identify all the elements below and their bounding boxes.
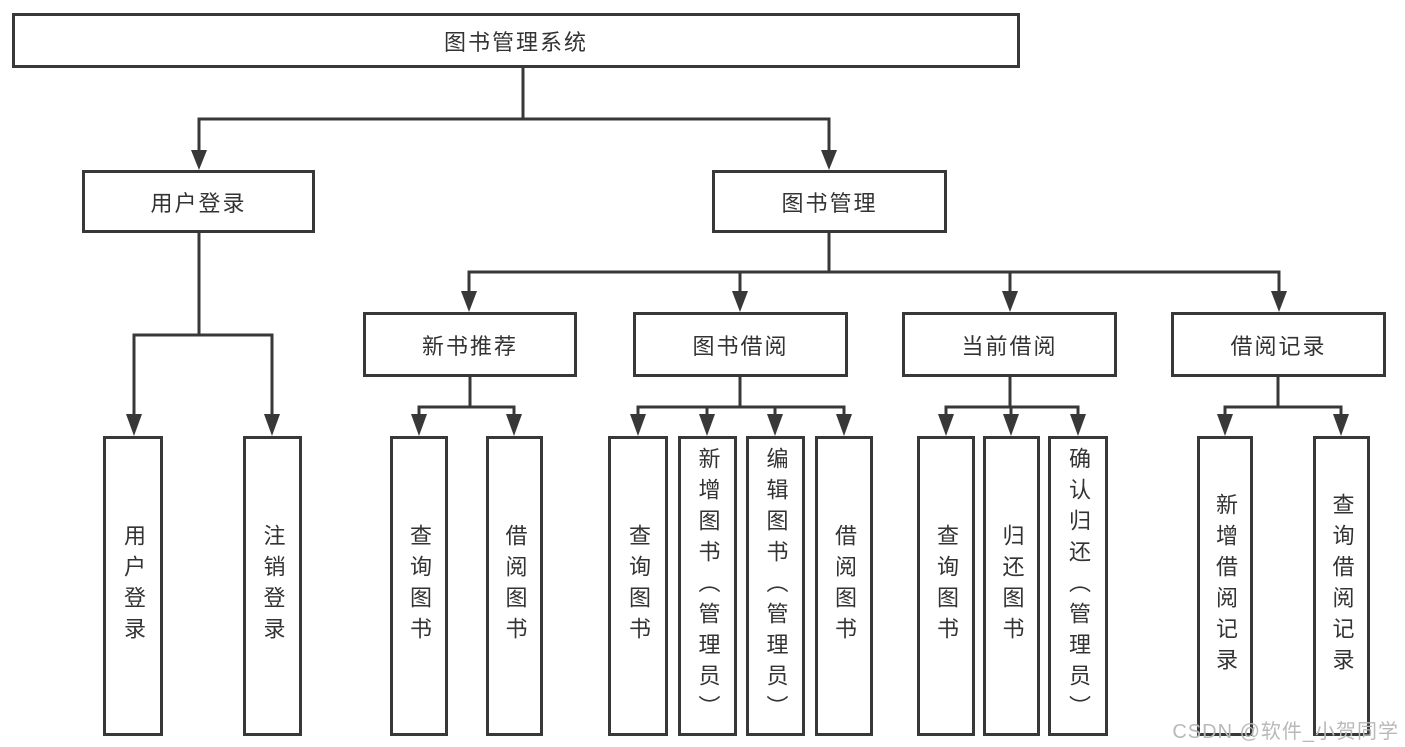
leaf-edit-books-admin: 编辑图书（管理员） [746, 436, 805, 736]
leaf-return-books: 归还图书 [983, 436, 1040, 736]
leaf-label: 查询借阅记录 [1329, 493, 1355, 679]
leaf-label: 编辑图书（管理员） [763, 446, 789, 726]
csdn-watermark: CSDN @软件_小贺同学 [1172, 721, 1399, 743]
leaf-label: 确认归还（管理员） [1066, 446, 1091, 726]
leaf-confirm-return-admin: 确认归还（管理员） [1048, 436, 1108, 736]
leaf-query-books-recommend: 查询图书 [390, 436, 448, 736]
leaf-logout: 注销登录 [243, 436, 302, 736]
leaf-label: 新增借阅记录 [1213, 493, 1238, 679]
leaf-add-books-admin: 新增图书（管理员） [678, 436, 737, 736]
leaf-label: 新增图书（管理员） [695, 446, 721, 726]
leaf-label: 归还图书 [999, 524, 1025, 648]
leaf-add-borrow-record: 新增借阅记录 [1197, 436, 1253, 736]
leaf-query-borrow-record: 查询借阅记录 [1313, 436, 1370, 736]
node-book-borrowing: 图书借阅 [633, 312, 848, 377]
node-borrowing-records: 借阅记录 [1171, 312, 1386, 377]
leaf-borrow-books-borrowing: 借阅图书 [815, 436, 873, 736]
leaf-label: 借阅图书 [502, 524, 528, 648]
leaf-label: 借阅图书 [832, 524, 857, 648]
node-system-root: 图书管理系统 [12, 13, 1020, 68]
leaf-query-books-borrowing: 查询图书 [608, 436, 668, 736]
leaf-label: 注销登录 [260, 524, 286, 648]
node-current-borrowing: 当前借阅 [902, 312, 1117, 377]
arrowhead-icons [126, 150, 1349, 436]
leaf-label: 用户登录 [121, 524, 146, 648]
node-new-book-recommendation: 新书推荐 [363, 312, 577, 377]
node-book-management-branch: 图书管理 [712, 170, 947, 233]
leaf-borrow-books-recommend: 借阅图书 [486, 436, 543, 736]
leaf-query-books-current: 查询图书 [917, 436, 975, 736]
leaf-label: 查询图书 [626, 524, 651, 648]
node-user-login-branch: 用户登录 [82, 170, 315, 233]
leaf-label: 查询图书 [407, 524, 432, 648]
leaf-user-login: 用户登录 [103, 436, 163, 736]
leaf-label: 查询图书 [934, 524, 959, 648]
